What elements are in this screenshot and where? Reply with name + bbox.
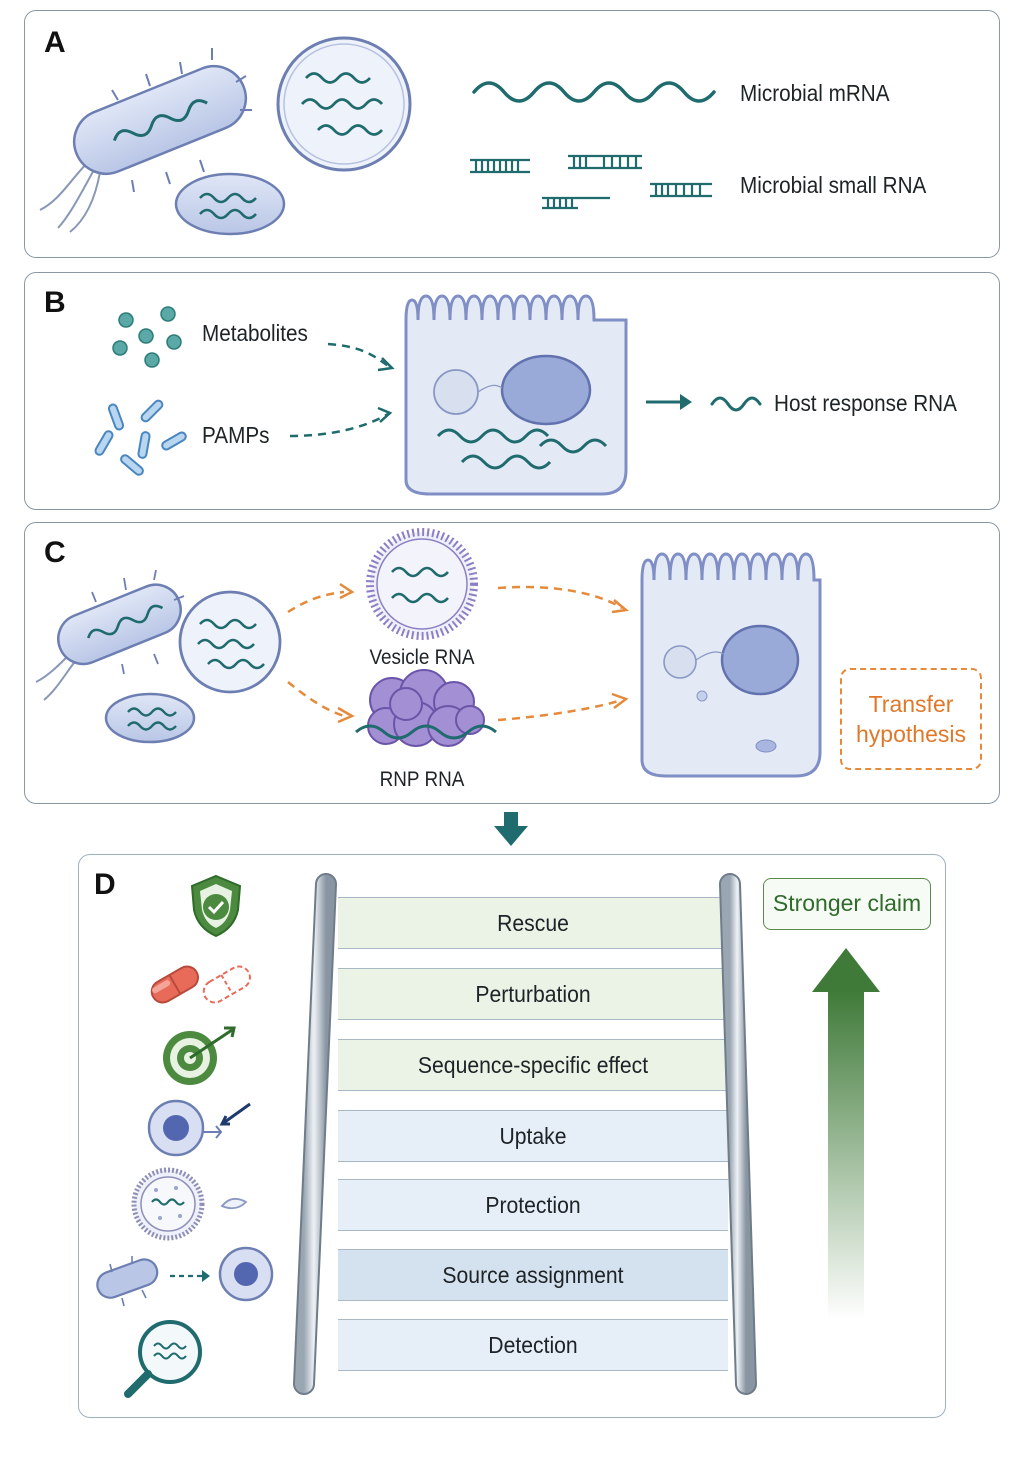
rung-label: Source assignment bbox=[442, 1262, 624, 1288]
panel-b-host-cell-illustration bbox=[94, 294, 762, 496]
pamps-label: PAMPs bbox=[202, 422, 270, 448]
panel-a-letter: A bbox=[44, 26, 66, 59]
ladder-rung-uptake: Uptake bbox=[338, 1110, 728, 1162]
host-response-rna-label: Host response RNA bbox=[774, 390, 957, 416]
bacterium-to-cell-icon bbox=[96, 1246, 274, 1307]
ladder-rung-protection: Protection bbox=[338, 1179, 728, 1231]
ladder-rung-perturbation: Perturbation bbox=[338, 968, 728, 1020]
ladder-rung-source-assignment: Source assignment bbox=[338, 1249, 728, 1301]
rung-label: Protection bbox=[485, 1192, 581, 1218]
panel-b-letter: B bbox=[44, 286, 66, 319]
down-arrow-icon bbox=[494, 812, 528, 846]
stronger-claim-box: Stronger claim bbox=[763, 878, 931, 930]
rung-label: Perturbation bbox=[475, 981, 591, 1007]
microbial-small-rna-label: Microbial small RNA bbox=[740, 172, 927, 198]
rung-label: Detection bbox=[488, 1332, 578, 1358]
pill-icon bbox=[150, 965, 251, 1004]
rnp-rna-label: RNP RNA bbox=[379, 768, 465, 791]
hypothesis-line-2: hypothesis bbox=[856, 721, 966, 747]
hypothesis-line-1: Transfer bbox=[868, 691, 954, 717]
magnifier-icon bbox=[124, 1320, 202, 1398]
vesicle-rna-label: Vesicle RNA bbox=[369, 646, 475, 669]
rung-label: Rescue bbox=[497, 910, 569, 936]
transfer-hypothesis-box: Transfer hypothesis bbox=[840, 668, 982, 770]
microbial-mrna-label: Microbial mRNA bbox=[740, 80, 890, 106]
ladder-rung-detection: Detection bbox=[338, 1319, 728, 1371]
shield-check-icon bbox=[190, 874, 242, 938]
vesicle-icon bbox=[131, 1167, 248, 1241]
panel-c-transfer-illustration bbox=[35, 528, 822, 778]
metabolites-label: Metabolites bbox=[202, 320, 308, 346]
rung-label: Uptake bbox=[499, 1123, 567, 1149]
panel-a-microbes-illustration bbox=[39, 36, 716, 236]
panel-c-letter: C bbox=[44, 536, 66, 569]
ladder-rung-rescue: Rescue bbox=[338, 897, 728, 949]
rung-label: Sequence-specific effect bbox=[417, 1052, 649, 1078]
target-icon bbox=[163, 1026, 236, 1085]
ladder-rung-sequence-specific: Sequence-specific effect bbox=[338, 1039, 728, 1091]
panel-d-letter: D bbox=[94, 868, 116, 901]
cell-uptake-icon bbox=[147, 1099, 251, 1157]
